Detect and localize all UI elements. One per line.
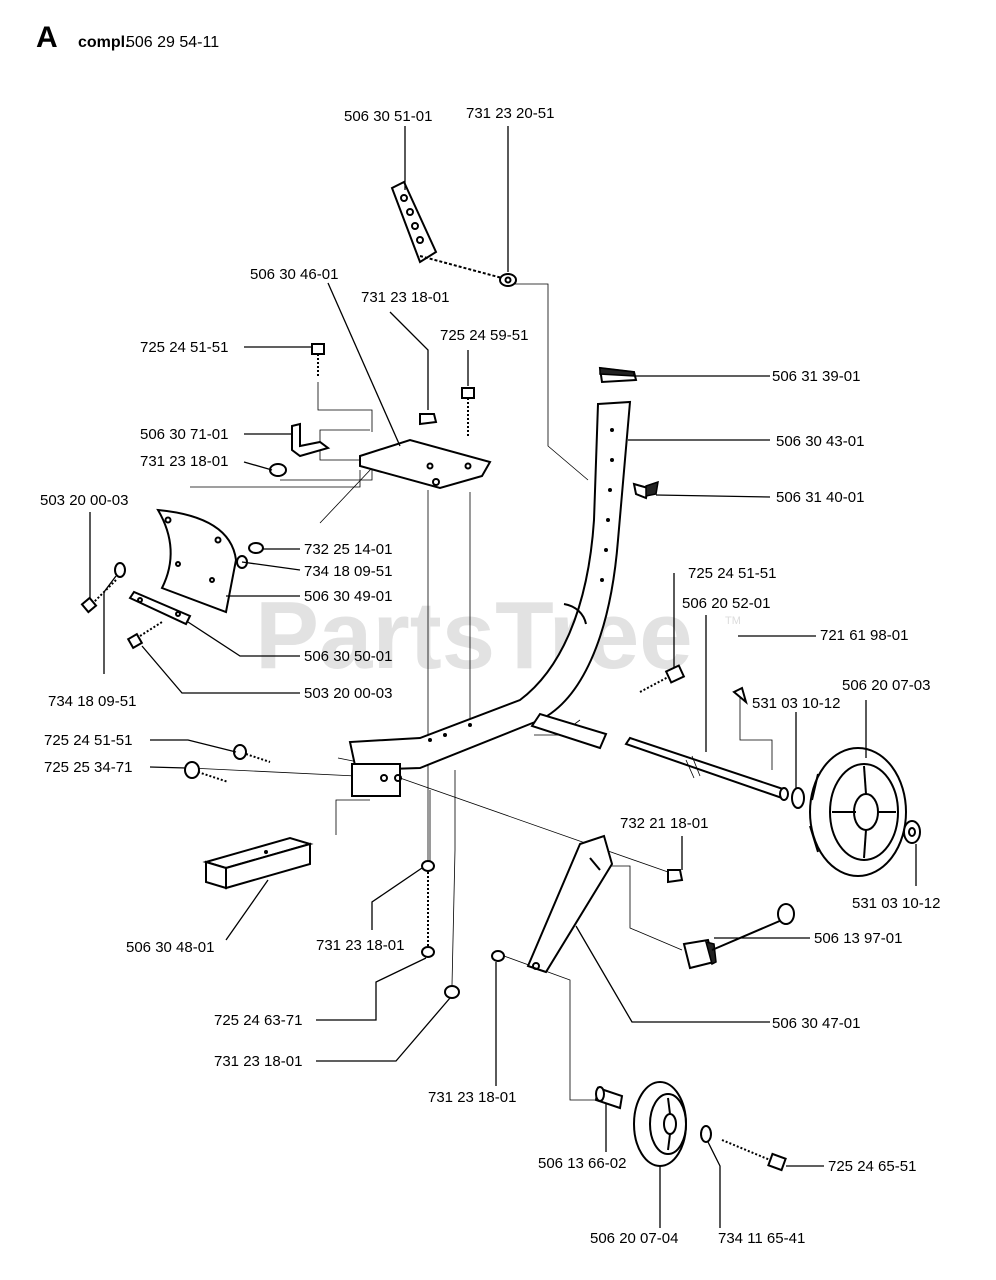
part-label: 506 20 52-01 xyxy=(682,595,770,612)
bolt-part-3 xyxy=(126,621,163,650)
main-handle-tube-part xyxy=(348,400,632,797)
part-label: 506 30 71-01 xyxy=(140,426,228,443)
assembly-prefix: compl. xyxy=(78,34,130,51)
support-arm-part xyxy=(526,834,614,974)
part-label: 725 24 65-51 xyxy=(828,1158,916,1175)
part-label: 731 23 18-01 xyxy=(428,1089,516,1106)
bolt-part-7 xyxy=(421,872,435,958)
bolt-part-6 xyxy=(184,761,229,783)
lever-handle-part xyxy=(682,903,795,970)
leader-lines xyxy=(89,126,917,1228)
part-label: 506 30 43-01 xyxy=(776,433,864,450)
counterweight-block-part xyxy=(202,836,314,890)
part-label: 731 23 18-01 xyxy=(140,453,228,470)
part-label: 506 30 47-01 xyxy=(772,1015,860,1032)
assembly-guide-lines xyxy=(189,283,773,1101)
watermark-text: PartsTree xyxy=(255,582,693,689)
nut-part-2 xyxy=(419,413,438,426)
spacer-part xyxy=(594,1086,624,1110)
bolt-part-4 xyxy=(639,664,686,693)
wing-nut-part xyxy=(632,480,659,500)
nut-part-3 xyxy=(269,463,287,477)
bolt-part-2 xyxy=(461,387,475,438)
part-label: 732 21 18-01 xyxy=(620,815,708,832)
part-label: 506 30 49-01 xyxy=(304,588,392,605)
part-label: 506 31 40-01 xyxy=(776,489,864,506)
nut-part-top xyxy=(499,273,517,287)
handle-cap-part xyxy=(598,366,638,384)
part-label: 506 30 50-01 xyxy=(304,648,392,665)
part-label: 731 23 18-01 xyxy=(316,937,404,954)
angle-bracket-part xyxy=(291,422,331,458)
part-label: 721 61 98-01 xyxy=(820,627,908,644)
part-label: 725 24 51-51 xyxy=(688,565,776,582)
cotter-pin-part xyxy=(732,686,748,705)
part-label: 531 03 10-12 xyxy=(852,895,940,912)
nut-part-5 xyxy=(421,860,435,872)
strap-part xyxy=(128,590,192,626)
part-label: 732 25 14-01 xyxy=(304,541,392,558)
bolt-part-5 xyxy=(233,744,271,763)
part-label: 734 11 65-41 xyxy=(718,1230,805,1247)
part-label: 725 24 63-71 xyxy=(214,1012,302,1029)
part-label: 506 30 46-01 xyxy=(250,266,338,283)
washer-part-1 xyxy=(791,787,805,809)
part-label: 503 20 00-03 xyxy=(40,492,128,509)
nut-part-7 xyxy=(491,950,505,962)
nut-part-6 xyxy=(444,985,460,999)
watermark-trademark: TM xyxy=(725,615,741,627)
guard-plate-part xyxy=(156,508,238,614)
part-label: 734 18 09-51 xyxy=(304,563,392,580)
washer-part-2 xyxy=(903,820,921,844)
bolt-part-8 xyxy=(721,1139,787,1172)
axle-tube-part xyxy=(530,712,789,801)
part-label: 734 18 09-51 xyxy=(48,693,136,710)
part-label: 725 24 59-51 xyxy=(440,327,528,344)
section-letter: A xyxy=(36,21,58,54)
part-label: 531 03 10-12 xyxy=(752,695,840,712)
handle-bracket-part xyxy=(390,180,503,279)
part-label: 506 20 07-04 xyxy=(590,1230,678,1247)
small-wheel-part xyxy=(633,1081,687,1167)
part-label: 506 30 48-01 xyxy=(126,939,214,956)
part-label: 731 23 18-01 xyxy=(361,289,449,306)
part-label: 506 20 07-03 xyxy=(842,677,930,694)
part-label: 506 30 51-01 xyxy=(344,108,432,125)
part-label: 731 23 20-51 xyxy=(466,105,554,122)
assembly-number: 506 29 54-11 xyxy=(126,34,219,51)
part-label: 506 13 97-01 xyxy=(814,930,902,947)
part-label: 506 31 39-01 xyxy=(772,368,860,385)
part-label: 725 24 51-51 xyxy=(44,732,132,749)
part-label: 725 24 51-51 xyxy=(140,339,228,356)
nut-part-4 xyxy=(667,869,684,884)
part-label: 731 23 18-01 xyxy=(214,1053,302,1070)
part-labels: 506 30 51-01 731 23 20-51 506 30 46-01 7… xyxy=(40,105,940,1247)
bolt-part-1 xyxy=(311,343,325,378)
washer-part-3 xyxy=(700,1125,712,1143)
large-wheel-part xyxy=(809,747,907,877)
mounting-plate-part xyxy=(359,438,492,490)
part-label: 506 13 66-02 xyxy=(538,1155,626,1172)
part-label: 503 20 00-03 xyxy=(304,685,392,702)
part-label: 725 25 34-71 xyxy=(44,759,132,776)
